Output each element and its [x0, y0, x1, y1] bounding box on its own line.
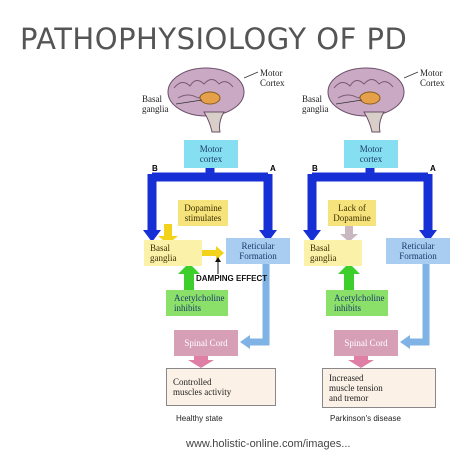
- healthy-state-caption: Healthy state: [176, 414, 223, 423]
- reticular-to-spinal-arrow: [400, 264, 430, 349]
- motor-cortex-output-arrows: [143, 168, 277, 242]
- spinal-cord-box: Spinal Cord: [174, 330, 238, 356]
- outcome-box: Increased muscle tension and tremor: [322, 368, 436, 408]
- acetylcholine-arrow: [338, 263, 360, 292]
- reticular-formation-box: Reticular Formation: [226, 238, 290, 264]
- spinal-cord-box: Spinal Cord: [334, 330, 398, 356]
- basal-ganglia-box: Basal ganglia: [144, 240, 202, 266]
- parkinsons-caption: Parkinson's disease: [330, 414, 401, 423]
- motor-cortex-pointer: [243, 71, 259, 79]
- basal-ganglia-pointer: [335, 99, 363, 105]
- dopamine-box: Dopamine stimulates: [178, 200, 228, 226]
- reticular-formation-box: Reticular Formation: [386, 238, 450, 264]
- reticular-to-spinal-arrow: [240, 264, 270, 349]
- acetylcholine-box: Acetylcholine inhibits: [166, 290, 228, 316]
- healthy-arrows: [143, 67, 277, 398]
- basal-ganglia-box: Basal ganglia: [304, 240, 362, 266]
- parkinsons-arrows: [303, 67, 437, 399]
- spinal-to-outcome-arrow: [348, 354, 374, 368]
- basal-ganglia-pointer: [175, 99, 203, 105]
- motor-cortex-output-arrows: [303, 168, 437, 242]
- motor-cortex-label: Motor Cortex: [420, 68, 445, 88]
- motor-cortex-box: Motor cortex: [344, 140, 398, 168]
- basal-to-reticular-arrow: [202, 246, 224, 260]
- acetylcholine-arrow: [178, 263, 200, 292]
- brain-illustration: [327, 67, 405, 133]
- acetylcholine-box: Acetylcholine inhibits: [326, 290, 388, 316]
- source-footer: www.holistic-online.com/images...: [186, 438, 351, 450]
- damping-effect-label: DAMPING EFFECT: [196, 274, 268, 283]
- pathway-b-label: B: [312, 164, 318, 173]
- outcome-box: Controlled muscles activity: [166, 368, 276, 406]
- brain-illustration: [167, 67, 245, 133]
- basal-ganglia-label: Basal ganglia: [302, 94, 329, 114]
- motor-cortex-box: Motor cortex: [184, 140, 238, 168]
- spinal-to-outcome-arrow: [188, 354, 214, 368]
- pathway-a-label: A: [270, 164, 276, 173]
- dopamine-arrow: [340, 224, 358, 242]
- parkinsons-diagram: Motor Cortex Basal ganglia Motor cortex …: [300, 64, 452, 426]
- pathway-b-label: B: [152, 164, 158, 173]
- lack-of-dopamine-box: Lack of Dopamine: [328, 200, 376, 226]
- healthy-state-diagram: Motor Cortex Basal ganglia Motor cortex …: [140, 64, 292, 426]
- pathway-a-label: A: [430, 164, 436, 173]
- slide-title: PATHOPHYSIOLOGY OF PD: [20, 22, 408, 56]
- basal-ganglia-label: Basal ganglia: [142, 94, 169, 114]
- motor-cortex-label: Motor Cortex: [260, 68, 285, 88]
- motor-cortex-pointer: [403, 71, 419, 79]
